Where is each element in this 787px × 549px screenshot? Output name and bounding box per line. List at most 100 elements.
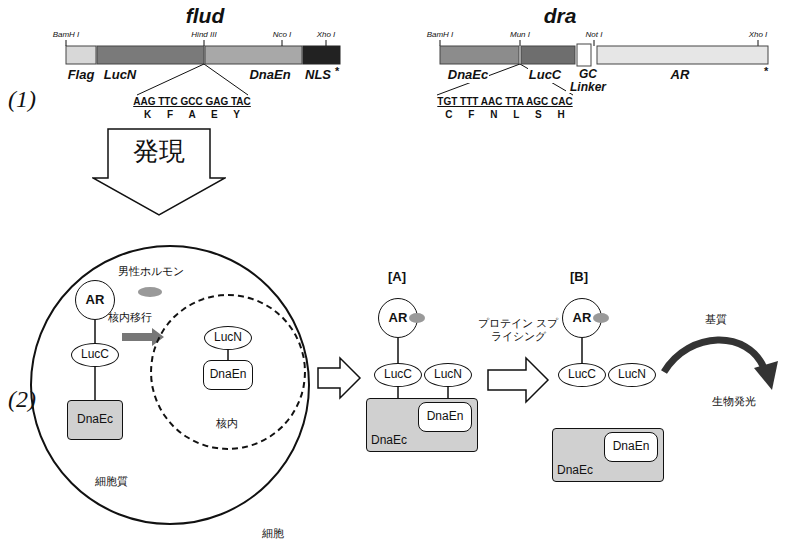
segment-label: GC Linker [566, 68, 610, 93]
linker-line [397, 387, 399, 398]
luminescence-label: 生物発光 [712, 396, 756, 409]
junction-sequence: TGT TTT AAC TTA AGC CAC [437, 96, 572, 108]
lucn-domain: LucN [608, 363, 656, 387]
lucc-domain: LucC [71, 343, 119, 367]
art-part [66, 40, 67, 46]
node-text: 細胞 [262, 528, 284, 541]
node-text: AR [389, 311, 408, 326]
art-part [758, 40, 759, 46]
linker-line [94, 367, 96, 400]
bound-hormone [593, 313, 609, 323]
construct-name: dra [544, 4, 577, 28]
substrate-label: 基質 [705, 314, 727, 327]
ar-domain: AR [562, 298, 602, 338]
dnaen-segment [205, 46, 302, 64]
node-text: DnaEn [613, 440, 650, 454]
segment-label: LucN [103, 68, 138, 83]
restriction-site: Xho I [317, 30, 336, 39]
restriction-site: Xho I [749, 30, 768, 39]
art-part [204, 64, 248, 95]
art-part [437, 64, 520, 95]
restriction-site: BamH I [427, 30, 454, 39]
amino-acid-sequence: C F N L S H [445, 109, 564, 121]
construct-name: flud [186, 4, 224, 28]
art-part [204, 40, 205, 46]
node-text: LucN [434, 368, 462, 382]
dnaec-domain: DnaEc DnaEn [366, 398, 478, 452]
block-arrow-outline [93, 129, 225, 215]
lucc-domain: LucC [558, 363, 606, 387]
nls-segment [303, 46, 340, 64]
dnaec-domain: DnaEc [67, 400, 123, 440]
node-text: AR [86, 293, 105, 308]
ar-domain: AR [378, 298, 418, 338]
node-text: DnaEc [371, 434, 407, 448]
art-part [326, 40, 327, 46]
state-label: [B] [570, 270, 588, 285]
art-part [282, 40, 283, 46]
reaction-arrowhead [754, 361, 778, 390]
cell-outline: 細胞質細胞核内LucNDnaEnARLucCDnaEc [30, 245, 310, 525]
node-text: 核内 [216, 418, 238, 431]
segment-label: DnaEn [248, 68, 291, 83]
gc-linker-segment [577, 44, 591, 66]
bound-hormone [409, 313, 425, 323]
lucc-domain: LucC [374, 363, 422, 387]
node-text: LucN [618, 368, 646, 382]
nucleus-outline: 核内 LucN DnaEn [150, 294, 306, 450]
dnaec-segment [440, 46, 519, 64]
stop-mark: * [335, 65, 339, 78]
segment-label: Flag [67, 68, 96, 83]
reaction-arrow [664, 340, 764, 372]
restriction-site: Nco I [273, 30, 292, 39]
site-ticks [66, 40, 758, 46]
node-text: DnaEc [557, 464, 593, 478]
segment-label: NLS [304, 68, 332, 83]
segment-label: LucC [528, 68, 563, 83]
restriction-site: Not I [586, 30, 603, 39]
hormone-label: 男性ホルモン [118, 266, 184, 279]
dnaen-domain: DnaEn [604, 432, 658, 462]
node-text: LucC [384, 368, 412, 382]
linker-line [397, 338, 399, 363]
amino-acid-sequence: K F A E Y [144, 109, 240, 121]
step-arrow [318, 358, 360, 398]
translocation-label: 核内移行 [108, 312, 152, 325]
flag-segment [66, 46, 96, 64]
node-text: LucC [81, 348, 109, 362]
dnaec-domain: DnaEc DnaEn [552, 428, 664, 482]
restriction-site: BamH I [53, 30, 80, 39]
junction-leaders [137, 64, 573, 95]
node-text: DnaEn [427, 410, 464, 424]
hormone-mark [138, 287, 162, 297]
node-text: DnaEc [77, 413, 113, 427]
lucn-domain: LucN [204, 326, 252, 350]
lucn-segment [97, 46, 204, 64]
art-part [594, 40, 595, 46]
segment-label: AR [670, 68, 691, 83]
dnaen-domain: DnaEn [418, 402, 472, 432]
node-text: LucN [214, 331, 242, 345]
node-text: AR [573, 311, 592, 326]
restriction-site: Hind III [191, 30, 216, 39]
panel-number: (2) [8, 386, 36, 414]
node-text: LucC [568, 368, 596, 382]
step-arrow [488, 358, 548, 402]
step-label: プロテイン スプライシング [475, 318, 561, 343]
panel-number: (1) [8, 86, 36, 114]
ar-segment [597, 46, 768, 64]
segment-label: DnaEc [447, 68, 489, 83]
node-text: DnaEn [210, 368, 247, 382]
lucc-segment [521, 46, 575, 64]
junction-sequence: AAG TTC GCC GAG TAC [133, 96, 251, 108]
stop-mark: * [764, 65, 768, 78]
translocation-arrow [122, 328, 164, 346]
state-label: [A] [388, 270, 406, 285]
linker-line [94, 320, 96, 343]
expression-arrow: 発現 [92, 128, 226, 216]
art-part [520, 40, 521, 46]
node-text: 発現 [133, 137, 185, 167]
dnaen-domain: DnaEn [203, 360, 253, 390]
lucn-domain: LucN [424, 363, 472, 387]
